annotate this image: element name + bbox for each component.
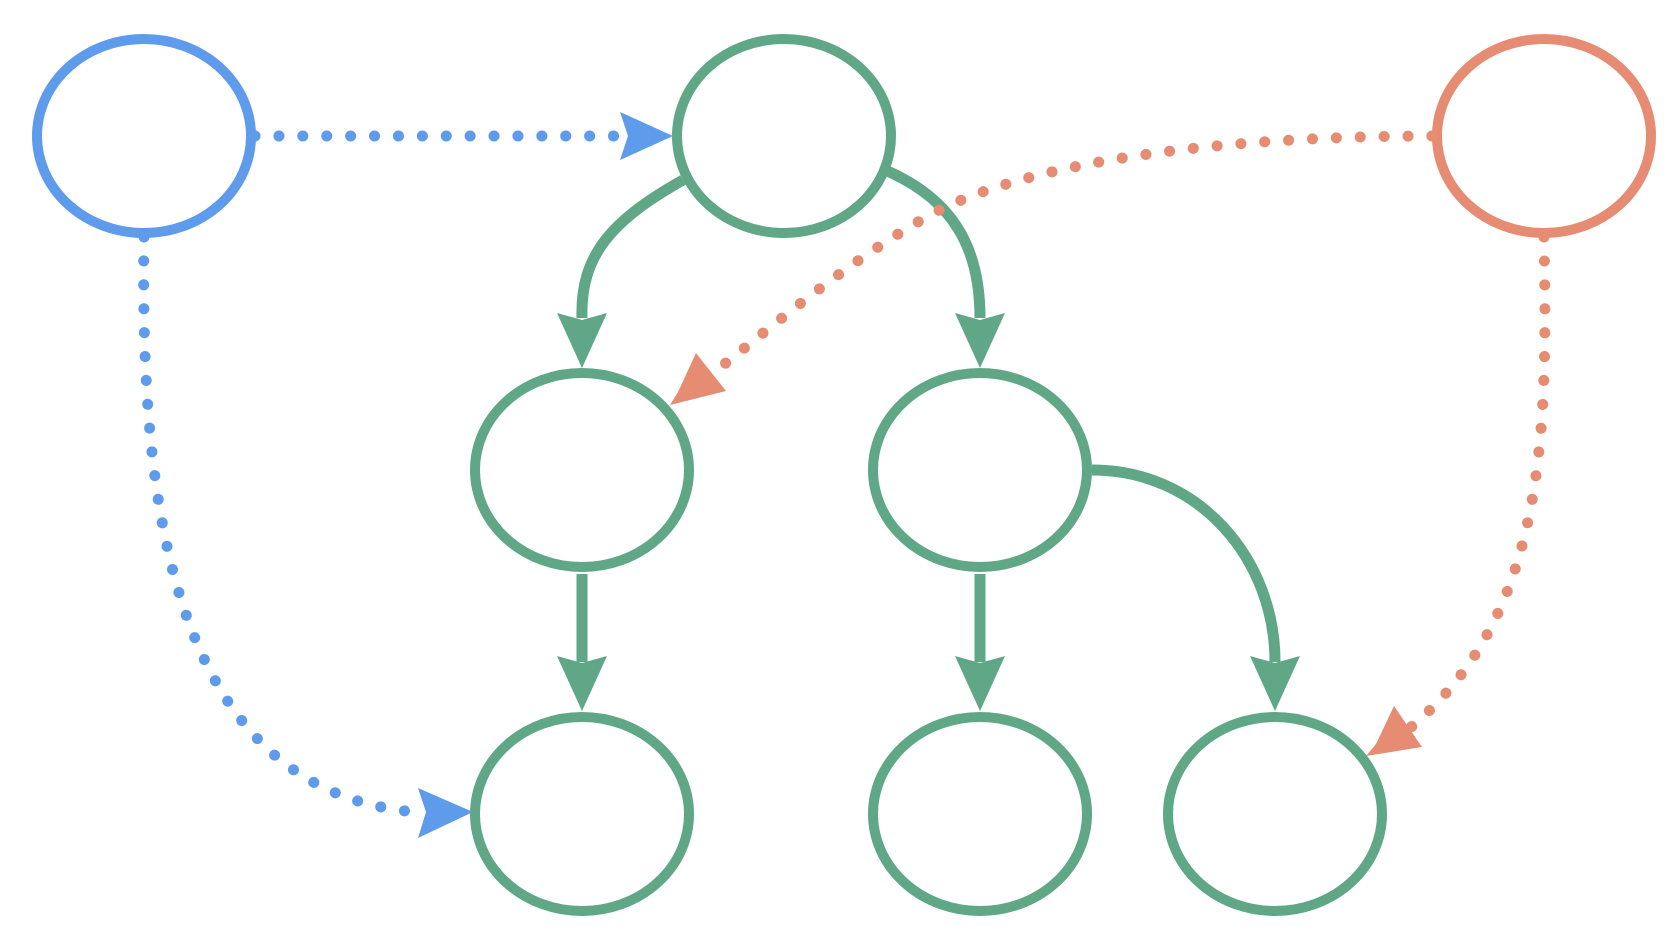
arrowhead-n3-n8 (1366, 706, 1422, 756)
arrowhead-n5-n8 (1250, 656, 1300, 711)
node-n2[interactable] (672, 34, 896, 238)
arrowhead-n2-n4 (557, 313, 607, 368)
edge-n2-n5 (882, 164, 986, 319)
edge-n5-n8 (1091, 464, 1281, 663)
edge-n3-n4 (711, 130, 1438, 376)
arrowhead-n1-n6 (418, 788, 473, 838)
node-n7[interactable] (868, 712, 1092, 916)
edge-n2-n4 (576, 175, 686, 319)
node-n4[interactable] (470, 368, 694, 572)
nodes (32, 34, 1656, 916)
node-n3[interactable] (1432, 34, 1656, 238)
node-n6[interactable] (470, 712, 694, 916)
edge-n1-n6 (138, 231, 421, 818)
node-n5[interactable] (868, 368, 1092, 572)
arrowhead-n5-n7 (955, 656, 1005, 711)
arrowhead-n4-n6 (557, 656, 607, 711)
node-n8[interactable] (1163, 712, 1387, 916)
arrowhead-n2-n5 (955, 313, 1005, 368)
edges (138, 112, 1551, 838)
arrowhead-n1-n2 (620, 112, 673, 160)
node-n1[interactable] (32, 34, 256, 238)
edge-n3-n8 (1399, 231, 1551, 738)
arrowhead-n3-n4 (670, 353, 726, 405)
